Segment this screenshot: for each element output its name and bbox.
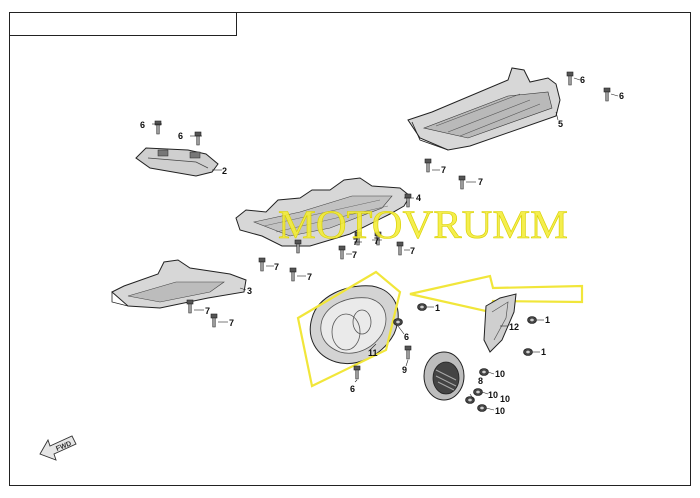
callout-6: 6	[350, 384, 355, 394]
callout-7: 7	[274, 262, 279, 272]
callout-10: 10	[488, 390, 498, 400]
callout-10: 10	[495, 406, 505, 416]
watermark: MOTOVRUMM	[278, 202, 568, 247]
callout-6: 6	[404, 332, 409, 342]
highlight-outline	[296, 270, 402, 388]
callout-2: 2	[222, 166, 227, 176]
callout-7: 7	[205, 306, 210, 316]
callout-1: 1	[541, 347, 546, 357]
callout-10: 10	[495, 369, 505, 379]
callout-12: 12	[509, 322, 519, 332]
callout-7: 7	[410, 246, 415, 256]
callout-6: 6	[580, 75, 585, 85]
part-3-skid-plate	[111, 259, 247, 309]
callout-5: 5	[558, 119, 563, 129]
part-11-oval-cover	[309, 285, 399, 364]
callout-7: 7	[307, 272, 312, 282]
part-2-bracket	[135, 147, 219, 177]
fwd-arrow-icon: FWD	[39, 435, 77, 461]
callout-9: 9	[402, 365, 407, 375]
callout-1: 1	[435, 303, 440, 313]
callout-3: 3	[247, 286, 252, 296]
round-cover	[423, 351, 465, 401]
part-4-skid-plate	[235, 177, 411, 247]
callout-4: 4	[416, 193, 421, 203]
callout-6: 6	[178, 131, 183, 141]
callout-7: 7	[352, 250, 357, 260]
callout-8: 8	[478, 376, 483, 386]
callout-6: 6	[619, 91, 624, 101]
leader-lines	[152, 77, 619, 411]
callout-7: 7	[353, 237, 358, 247]
callout-7: 7	[441, 165, 446, 175]
callout-6: 6	[140, 120, 145, 130]
title-block	[9, 12, 237, 36]
callout-labels: 6 6 5 7 7 6 6 2 4 7 7 7 7 7 7 3 7 7 1 1 …	[140, 75, 624, 416]
callout-7: 7	[229, 318, 234, 328]
callout-7: 7	[374, 236, 379, 246]
part-5-skid-plate	[407, 67, 561, 151]
callout-11: 11	[368, 348, 378, 358]
drawing-frame	[9, 12, 691, 486]
callout-1: 1	[545, 315, 550, 325]
callout-7: 7	[478, 177, 483, 187]
callout-10: 10	[500, 394, 510, 404]
